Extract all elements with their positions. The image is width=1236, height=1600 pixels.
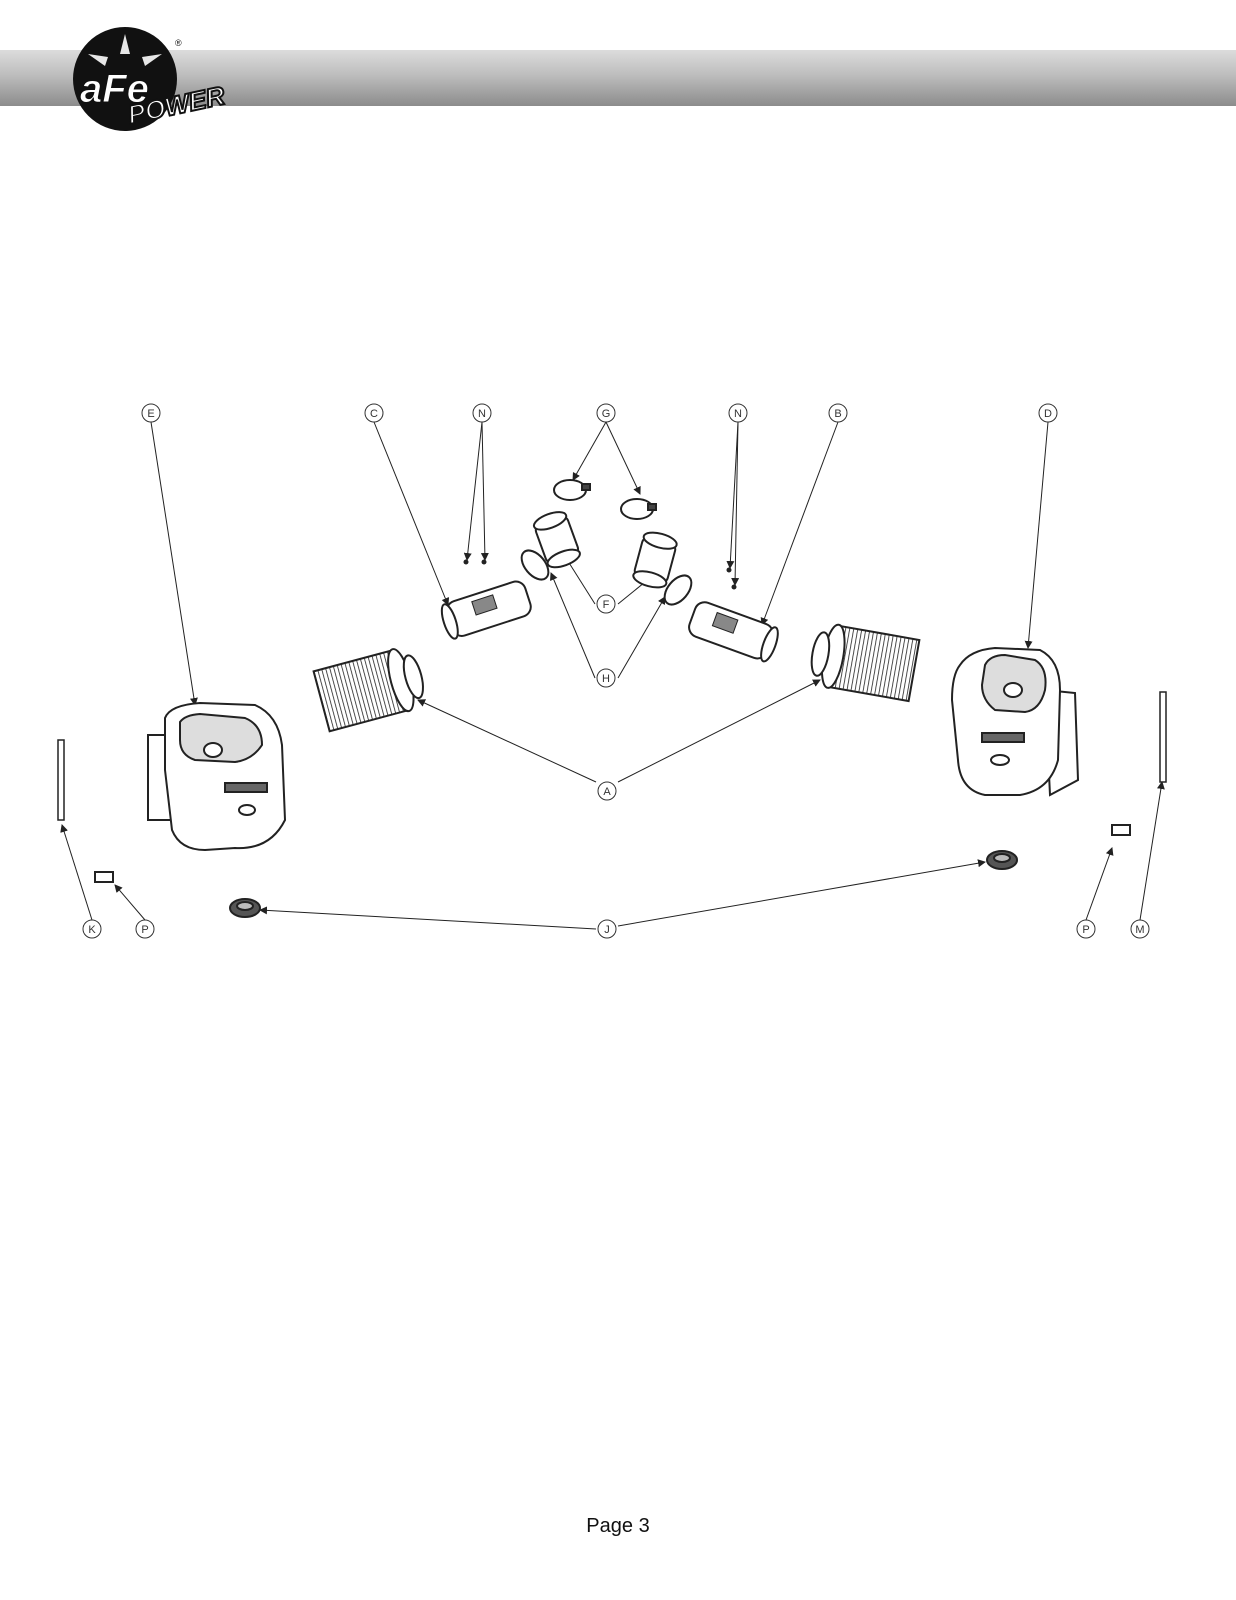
afe-power-logo: aFe POWER ® — [73, 27, 229, 131]
intake-tube-left-part — [440, 580, 532, 640]
callout-e-label: E — [147, 408, 154, 420]
filter-left-part — [312, 648, 424, 733]
callout-j-label: J — [604, 924, 610, 936]
callout-m-label: M — [1135, 924, 1144, 936]
clamp-g-parts — [553, 479, 657, 520]
seal-strip-parts — [57, 691, 1167, 821]
clip-p-parts — [94, 824, 1131, 883]
callout-n-left-label: N — [478, 408, 486, 420]
callout-d-label: D — [1044, 408, 1052, 420]
callout-p-right-label: P — [1082, 924, 1089, 936]
svg-text:®: ® — [175, 38, 182, 48]
callout-p-left-label: P — [141, 924, 148, 936]
header-bar — [0, 50, 1236, 106]
callout-a-label: A — [603, 786, 611, 798]
callout-b-label: B — [834, 408, 841, 420]
callout-f-label: F — [603, 599, 610, 611]
callout-g-label: G — [602, 408, 611, 420]
filter-right-part — [810, 623, 921, 703]
callout-k-label: K — [88, 924, 96, 936]
page-number: Page 3 — [586, 1515, 650, 1537]
screw-n-parts — [463, 559, 737, 590]
svg-text:aFe: aFe — [80, 67, 149, 111]
callout-c-label: C — [370, 408, 378, 420]
airbox-right-part — [950, 646, 1080, 797]
coupler-parts — [532, 511, 678, 589]
callout-n-right-label: N — [734, 408, 742, 420]
grommet-j-parts — [229, 850, 1018, 918]
intake-tube-right-part — [688, 601, 779, 663]
callout-h-label: H — [602, 673, 610, 685]
clamp-h-parts — [520, 549, 693, 606]
airbox-left-part — [147, 701, 287, 852]
